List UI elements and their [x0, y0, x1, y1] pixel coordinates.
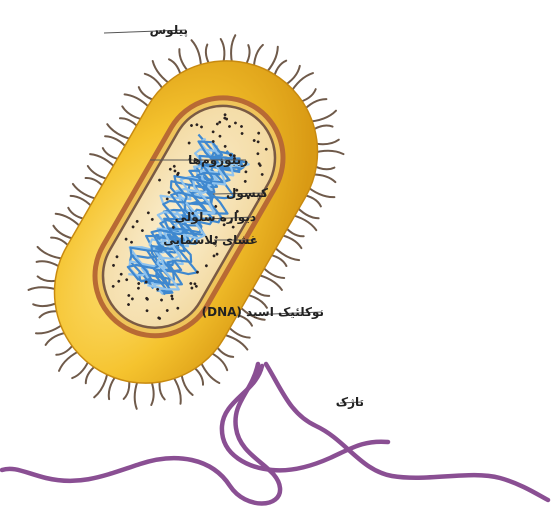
label-ribosomes: ریبوزوم‌ها	[188, 153, 248, 168]
label-capsule: کپسول	[226, 186, 268, 201]
label-pilus: پیلوس	[150, 23, 188, 38]
label-dna: نوکلئیک اسید (DNA)	[202, 305, 324, 320]
flagellum-long	[2, 364, 280, 504]
label-plasma-membrane: غشای پلاسمایی	[163, 233, 258, 247]
label-flagellum: تاژک	[336, 395, 364, 409]
label-cell-wall: دیواره سلولی	[175, 210, 256, 225]
flagella-group	[2, 364, 548, 504]
flagellum-right	[266, 364, 548, 500]
